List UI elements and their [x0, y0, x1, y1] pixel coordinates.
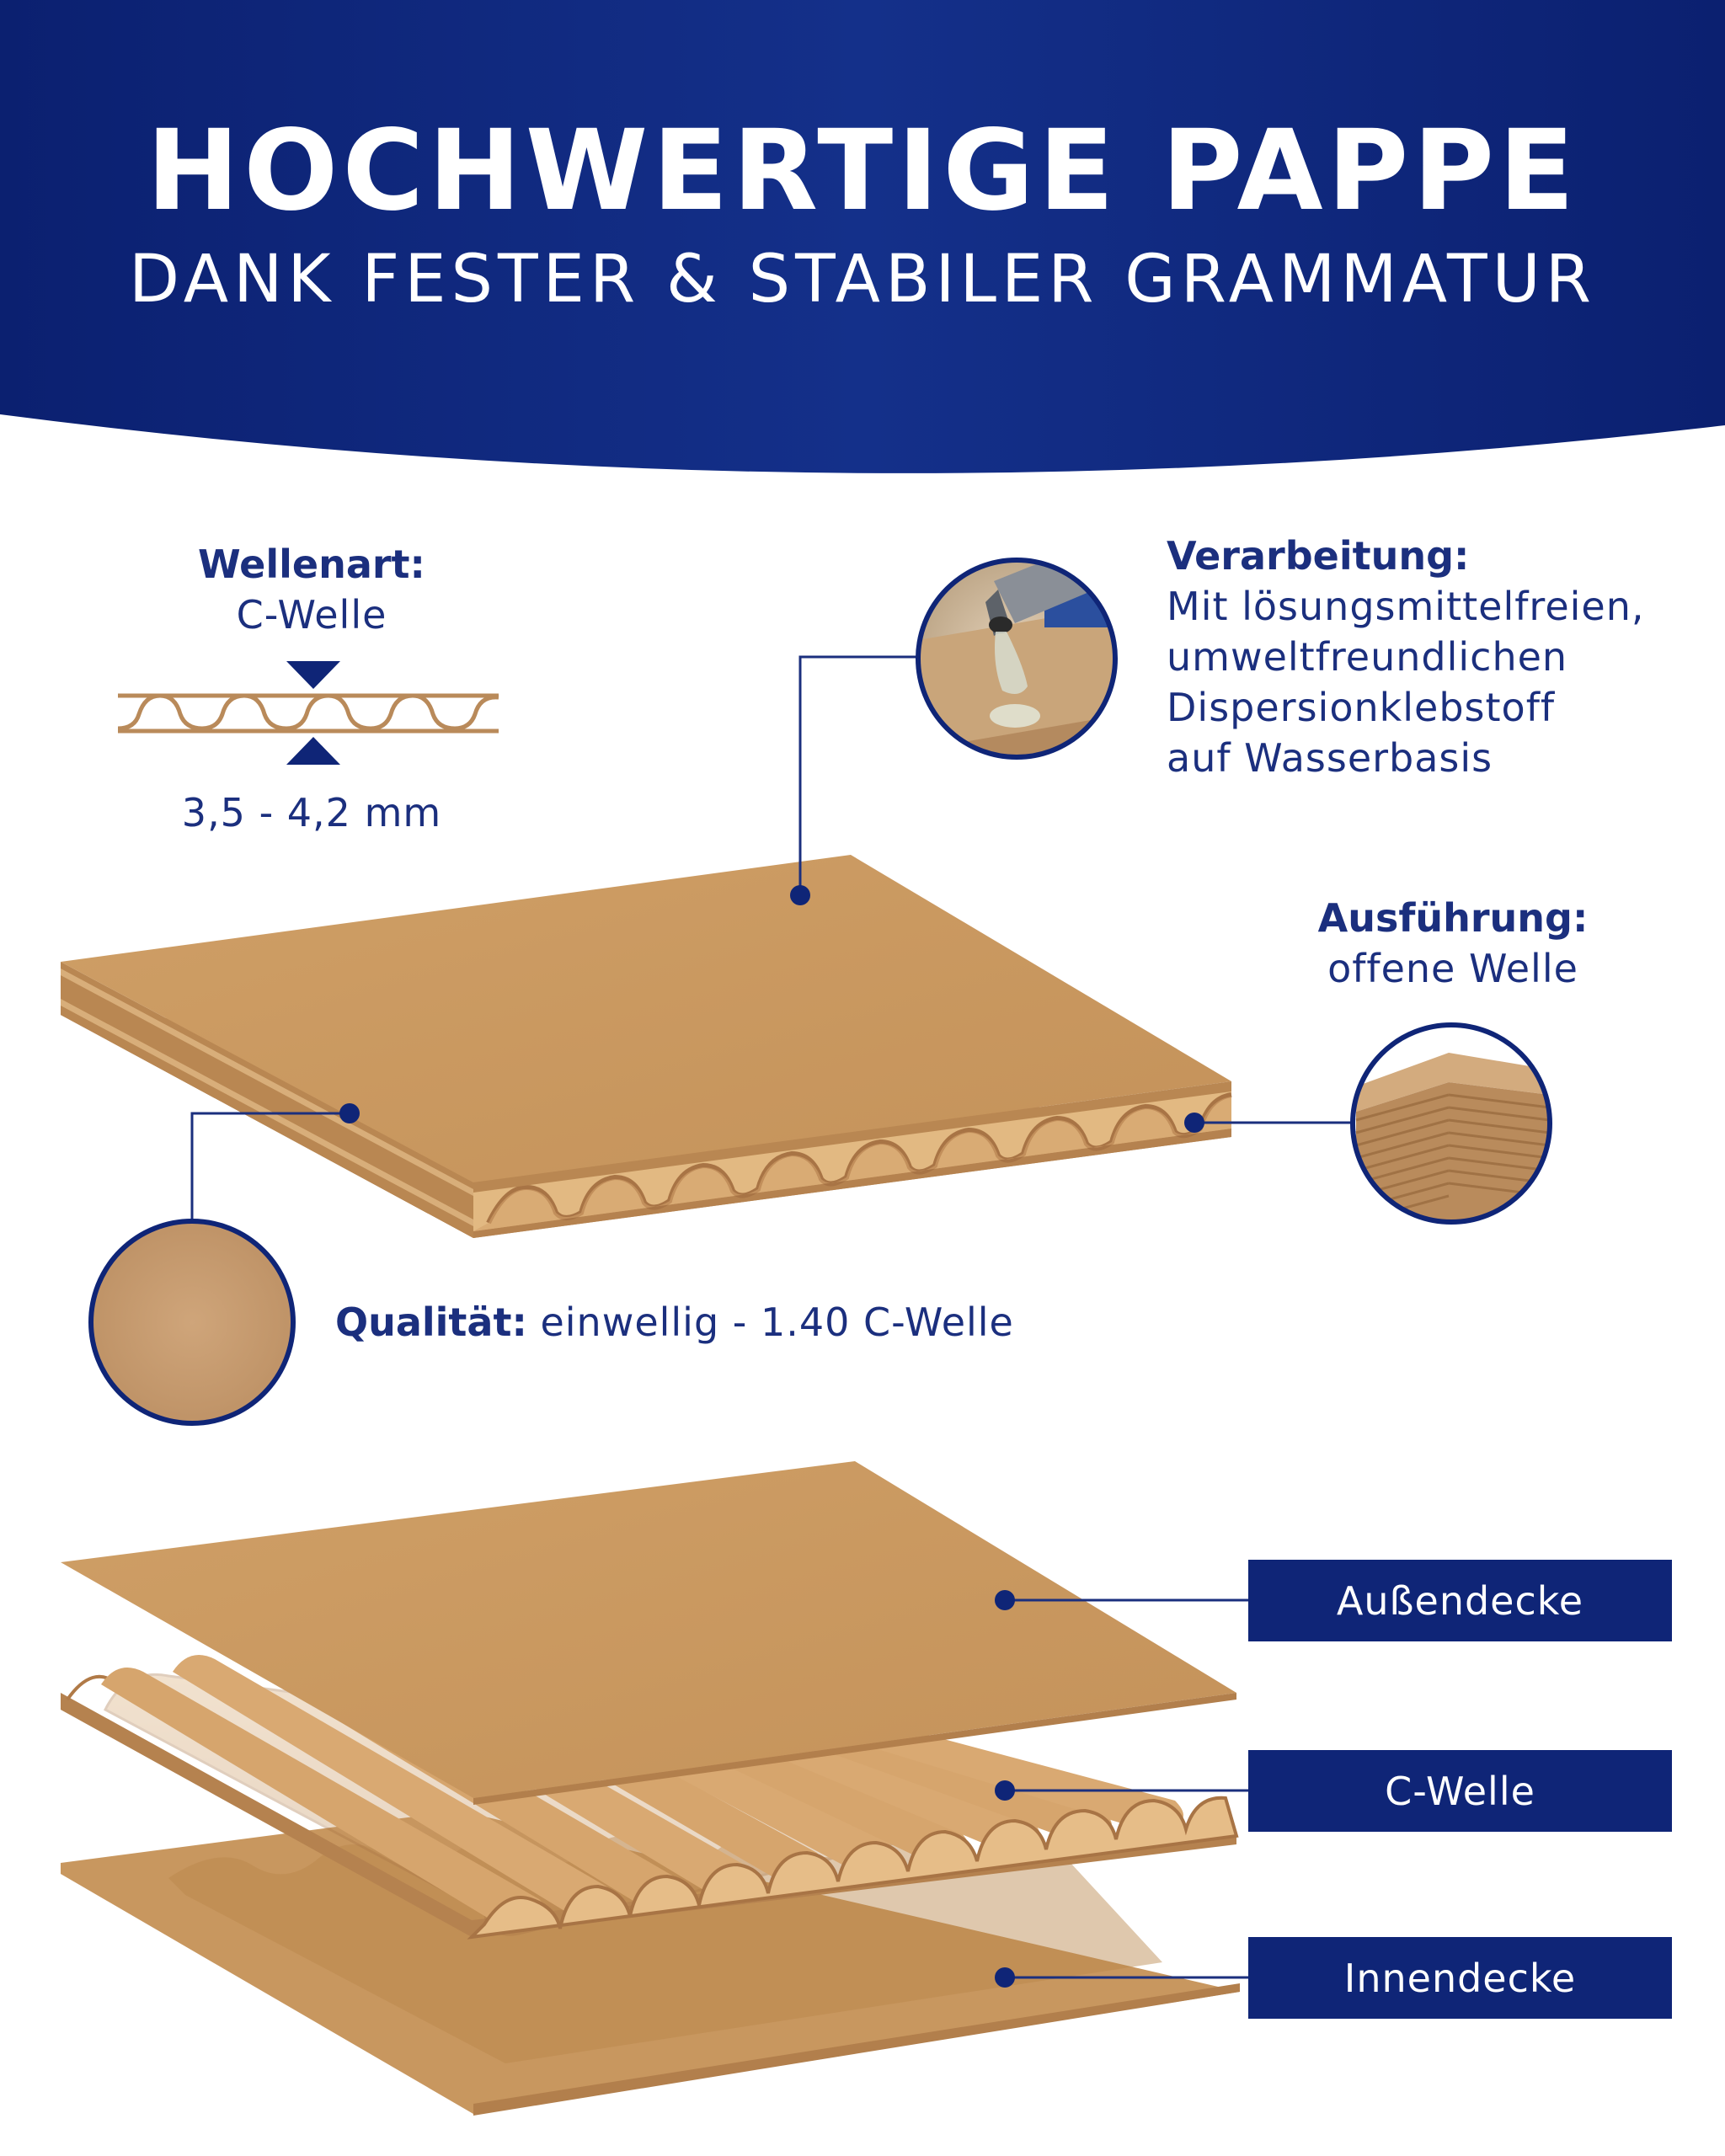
- texture-sample-image: [88, 1219, 296, 1426]
- qualitaet-value: einwellig - 1.40 C-Welle: [526, 1299, 1014, 1345]
- layer-label-text: Innendecke: [1343, 1955, 1577, 2001]
- verarbeitung-label: Verarbeitung:: [1167, 533, 1470, 579]
- verarbeitung-line-1: Mit lösungsmittelfreien,: [1167, 584, 1645, 629]
- callout-dot-c-welle: [995, 1780, 1015, 1801]
- callout-dot-ausfuehrung: [1184, 1113, 1204, 1133]
- qualitaet-label: Qualität:: [335, 1299, 527, 1345]
- arrow-up-icon: [286, 737, 340, 765]
- stack-detail-image: [1350, 1022, 1552, 1225]
- callout-dot-qualitaet: [339, 1103, 360, 1123]
- flute-diagram: [117, 661, 499, 765]
- layer-label-text: C-Welle: [1385, 1768, 1535, 1814]
- page-subtitle: DANK FESTER & STABILER GRAMMATUR: [129, 242, 1596, 318]
- callout-lines: [190, 655, 1353, 1979]
- callout-dot-aussendecke: [995, 1590, 1015, 1610]
- verarbeitung-line-4: auf Wasserbasis: [1167, 735, 1493, 781]
- layer-label-c-welle: C-Welle: [1248, 1750, 1672, 1832]
- header-banner: [0, 0, 1725, 473]
- glue-detail-image: [916, 558, 1118, 760]
- verarbeitung-line-3: Dispersionklebstoff: [1167, 685, 1556, 730]
- wellenart-thickness: 3,5 - 4,2 mm: [181, 790, 442, 835]
- qualitaet-row: Qualität: einwellig - 1.40 C-Welle: [335, 1297, 1014, 1357]
- layer-label-aussendecke: Außendecke: [1248, 1560, 1672, 1641]
- layer-label-innendecke: Innendecke: [1248, 1937, 1672, 2019]
- arrow-down-icon: [286, 661, 340, 689]
- layer-label-text: Außendecke: [1336, 1577, 1584, 1624]
- callout-dot-verarbeitung: [790, 885, 810, 905]
- ausfuehrung-value: offene Welle: [1327, 946, 1578, 991]
- exploded-layers: [61, 1461, 1240, 2116]
- assembled-sheet: [61, 855, 1232, 1238]
- verarbeitung-line-2: umweltfreundlichen: [1167, 634, 1568, 680]
- wellenart-label: Wellenart:: [198, 542, 425, 587]
- wellenart-value: C-Welle: [236, 592, 387, 638]
- callout-dot-innendecke: [995, 1967, 1015, 1988]
- page-title: HOCHWERTIGE PAPPE: [146, 106, 1579, 236]
- ausfuehrung-label: Ausführung:: [1317, 895, 1589, 941]
